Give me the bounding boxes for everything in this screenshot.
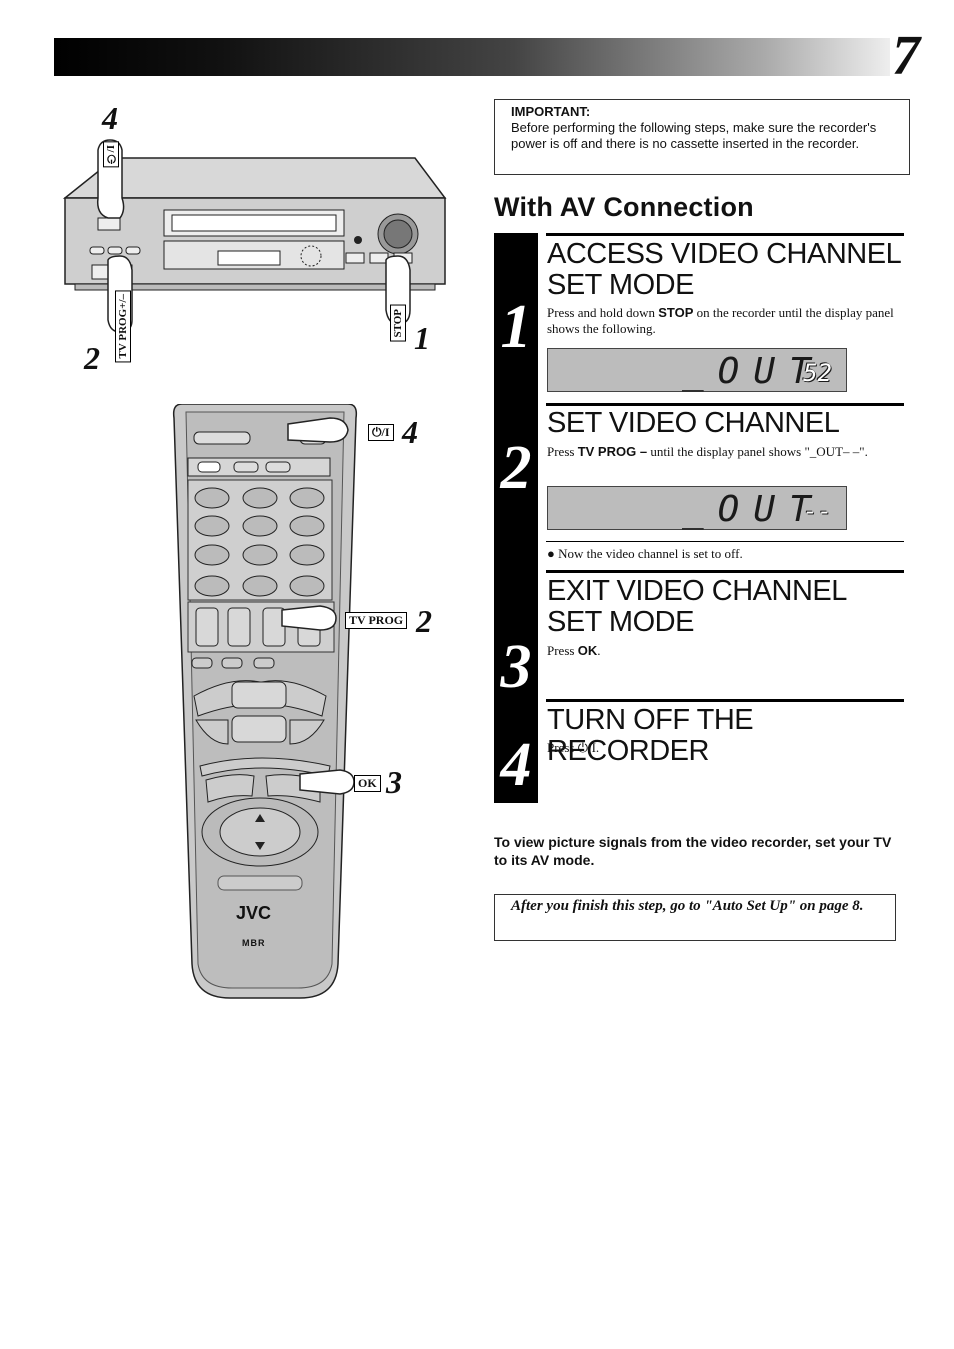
step-1-title: ACCESS VIDEO CHANNEL SET MODE xyxy=(547,238,901,301)
step-4-text: Press ⏻/I. xyxy=(547,740,600,755)
remote-power-label: ⏻/I xyxy=(368,424,394,441)
step-2-note-rule xyxy=(546,541,904,542)
step-2-title: SET VIDEO CHANNEL xyxy=(547,407,840,439)
remote-callout-4: 4 xyxy=(402,414,418,450)
step-3-number: 3 xyxy=(500,633,532,701)
display-1-channel: 52 xyxy=(803,359,832,387)
vcr-power-label: ⏻/I xyxy=(103,141,119,168)
steps-bar xyxy=(494,233,538,803)
remote-ok-label: OK xyxy=(354,775,381,792)
step-1-number: 1 xyxy=(500,293,532,361)
section-title: With AV Connection xyxy=(494,192,754,222)
step-4-rule xyxy=(546,699,904,702)
step-3-title: EXIT VIDEO CHANNEL SET MODE xyxy=(547,575,846,638)
display-1-main: _OUT xyxy=(682,351,825,392)
remote-illustration xyxy=(172,404,358,999)
vcr-callout-2: 2 xyxy=(84,340,100,376)
step-2-number: 2 xyxy=(500,434,532,502)
remote-sub-brand: MBR xyxy=(242,938,266,948)
av-mode-note: To view picture signals from the video r… xyxy=(494,834,892,868)
after-note-box: After you finish this step, go to "Auto … xyxy=(494,894,896,941)
vcr-callout-4: 4 xyxy=(102,100,118,136)
step-4-title: TURN OFF THE RECORDER xyxy=(547,704,754,767)
step-3-rule xyxy=(546,570,904,573)
vcr-tvprog-label: TV PROG+/– xyxy=(115,290,131,363)
vcr-callout-1: 1 xyxy=(414,320,430,356)
remote-tvprog-label: TV PROG xyxy=(345,612,408,629)
step-3-text: Press OK. xyxy=(547,643,601,658)
step-4-number: 4 xyxy=(500,731,532,799)
important-text: Before performing the following steps, m… xyxy=(511,120,877,151)
remote-brand: JVC xyxy=(236,903,272,923)
vcr-illustration xyxy=(62,139,447,333)
remote-callout-2: 2 xyxy=(416,603,432,639)
important-box: IMPORTANT: Before performing the followi… xyxy=(494,99,910,175)
step-2-text: Press TV PROG – until the display panel … xyxy=(547,444,868,459)
step-1-text: Press and hold down STOP on the recorder… xyxy=(547,305,894,336)
display-2-main: _OUT xyxy=(682,489,825,530)
step-2-note: ● Now the video channel is set to off. xyxy=(547,546,743,561)
vcr-stop-label: STOP xyxy=(390,305,406,342)
header-bar xyxy=(54,38,890,76)
display-2-channel: -- xyxy=(803,497,832,525)
important-heading: IMPORTANT: xyxy=(511,104,591,119)
page-number: 7 xyxy=(892,25,920,87)
step-1-rule xyxy=(546,233,904,236)
remote-callout-3: 3 xyxy=(386,764,402,800)
display-panel-1: _OUT 52 xyxy=(547,348,847,392)
display-panel-2: _OUT -- xyxy=(547,486,847,530)
step-2-rule xyxy=(546,403,904,406)
